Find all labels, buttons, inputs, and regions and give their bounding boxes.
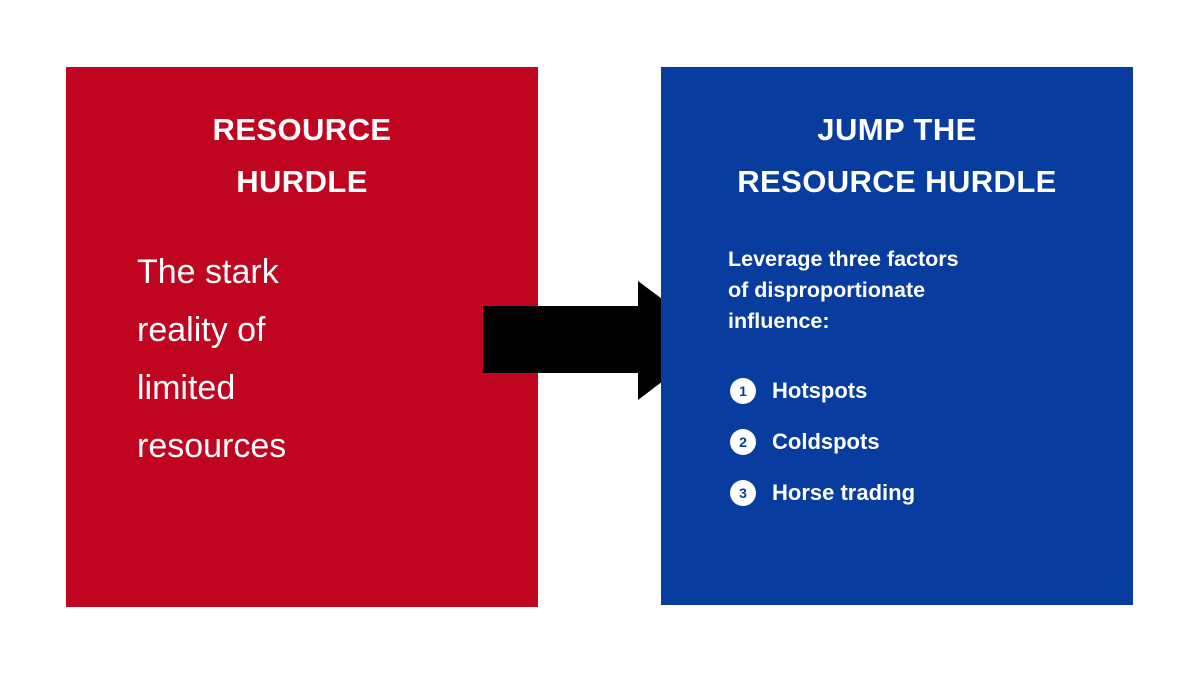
right-arrow-icon (483, 281, 717, 400)
problem-panel-body: The stark reality of limited resources (137, 253, 287, 465)
solution-factor-list: 1 Hotspots 2 Coldspots 3 Horse trading (730, 378, 1090, 506)
list-item: 2 Coldspots (730, 429, 1090, 455)
list-item-label: Coldspots (772, 429, 880, 454)
list-item-label: Hotspots (772, 378, 868, 403)
list-number-badge: 1 (730, 378, 756, 404)
list-item-label: Horse trading (772, 480, 916, 505)
problem-panel: RESOURCE HURDLE The stark reality of lim… (66, 67, 538, 607)
list-item: 1 Hotspots (730, 378, 1090, 404)
solution-panel-body: Leverage three factors of disproportiona… (728, 247, 959, 333)
solution-panel-heading: JUMP THE RESOURCE HURDLE (737, 112, 1057, 199)
solution-panel: JUMP THE RESOURCE HURDLE Leverage three … (661, 67, 1133, 605)
list-number-badge: 3 (730, 480, 756, 506)
problem-panel-heading: RESOURCE HURDLE (212, 112, 392, 199)
list-item: 3 Horse trading (730, 480, 1090, 506)
list-number-badge: 2 (730, 429, 756, 455)
